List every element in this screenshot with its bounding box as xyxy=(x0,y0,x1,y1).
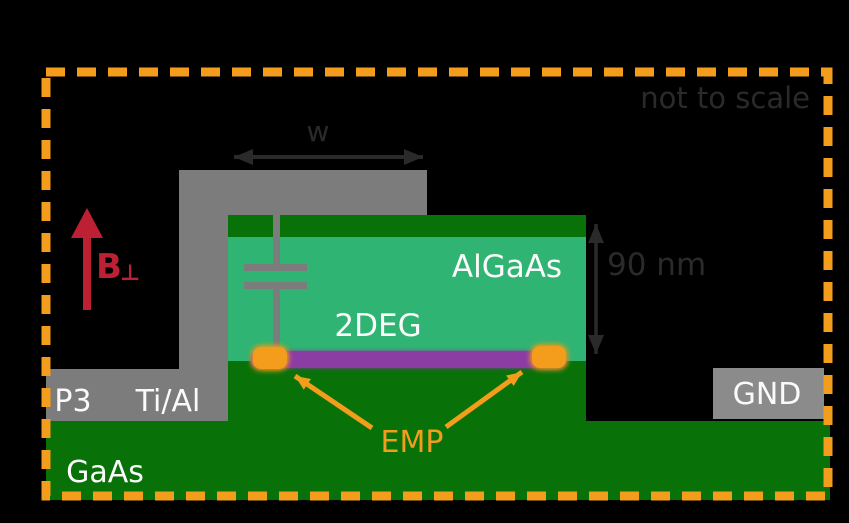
gnd-label: GND xyxy=(733,377,802,412)
capacitor-plate-top xyxy=(244,264,307,271)
width-annotation: w xyxy=(234,115,423,165)
thickness-label: 90 nm xyxy=(607,247,706,283)
emp-annotation: EMP xyxy=(293,369,524,460)
region-labels: AlGaAs 2DEG GaAs P3 Ti/Al GND xyxy=(54,249,801,490)
semiconductor-stack xyxy=(46,215,830,500)
metal-electrodes xyxy=(46,170,824,421)
emp-arrow-right-icon xyxy=(444,369,524,430)
not-to-scale-note: not to scale xyxy=(640,81,810,115)
2deg-channel-strip xyxy=(251,351,566,368)
b-field-subscript: ⊥ xyxy=(120,261,140,286)
emp-spots xyxy=(253,346,566,369)
algaas-barrier-layer xyxy=(228,237,586,361)
emp-arrow-left-icon xyxy=(293,373,374,431)
capacitor-symbol xyxy=(244,212,307,352)
gaas-label: GaAs xyxy=(66,455,144,490)
gate-material-label: Ti/Al xyxy=(135,384,201,419)
width-label: w xyxy=(307,115,330,148)
2deg-label: 2DEG xyxy=(334,308,421,344)
algaas-label: AlGaAs xyxy=(452,249,562,285)
thickness-annotation: 90 nm xyxy=(588,224,706,354)
emp-label: EMP xyxy=(381,425,444,460)
emp-spot-left xyxy=(253,347,287,369)
b-field-label: B xyxy=(96,247,122,287)
p3-contact-label: P3 xyxy=(54,384,91,419)
gnd-contact-pad xyxy=(713,368,824,419)
gaas-cap-layer xyxy=(228,215,586,237)
gaas-substrate-region xyxy=(46,360,830,500)
dashed-frame-border xyxy=(41,67,833,501)
p3-contact-pad xyxy=(46,369,228,421)
b-field-annotation: B ⊥ xyxy=(71,208,140,310)
b-field-arrowhead-icon xyxy=(71,208,103,238)
emp-spot-right xyxy=(532,346,566,368)
capacitor-plate-bottom xyxy=(244,282,307,289)
